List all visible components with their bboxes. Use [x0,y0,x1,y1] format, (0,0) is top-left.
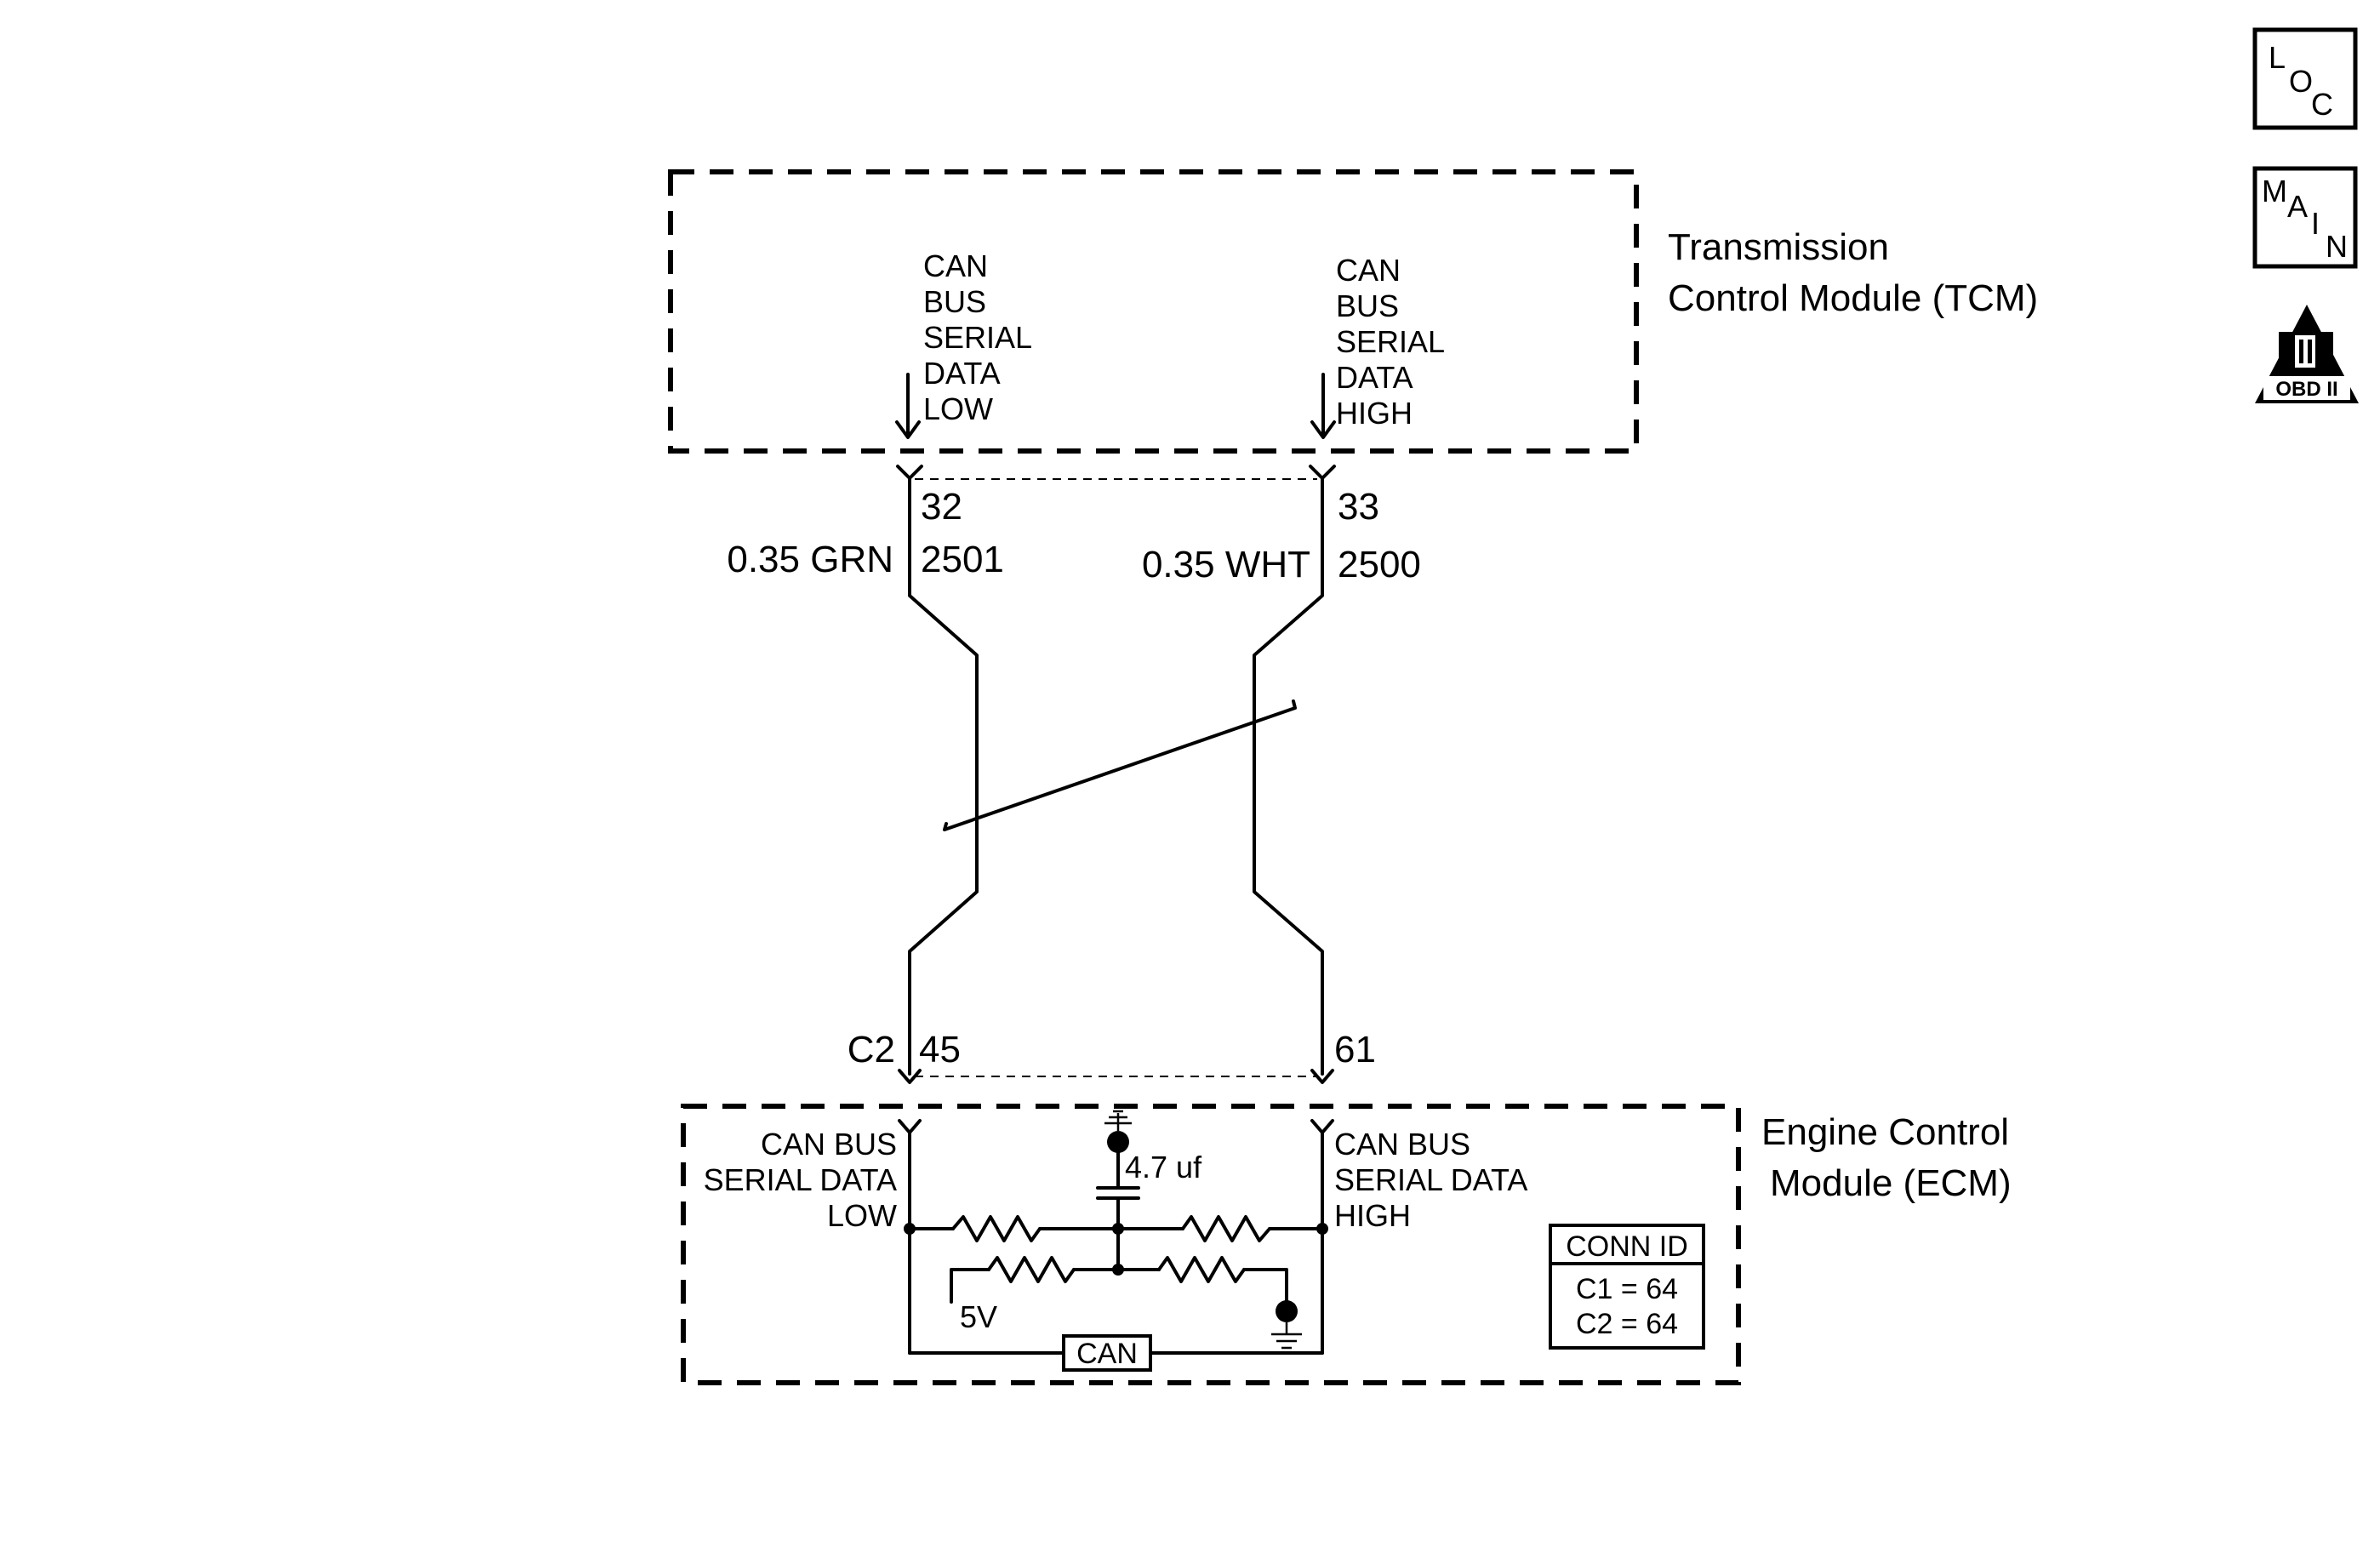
ecm-title-line2: Module (ECM) [1770,1162,2012,1204]
svg-text:BUS: BUS [923,284,986,319]
svg-text:HIGH: HIGH [1334,1198,1411,1233]
tcm-pin-33-terminal-icon [1309,465,1336,480]
resistor-low-icon [951,1215,1042,1242]
svg-text:CAN: CAN [923,248,988,283]
low-wire-circuit: 2501 [921,539,1004,580]
loc-icon[interactable]: L O C [2252,27,2358,130]
svg-text:OBD II: OBD II [2275,378,2337,401]
can-block [1062,1334,1152,1372]
ecm-high-label: CAN BUS SERIAL DATA HIGH [1334,1127,1527,1233]
ecm-low-pin: 45 [919,1029,961,1070]
tcm-low-arrow-icon [895,373,921,439]
obd-ii-icon[interactable]: II OBD II [2255,305,2359,403]
can-block-label: CAN [1076,1338,1138,1370]
ecm-high-terminal-icon [1310,1119,1334,1134]
svg-text:CAN BUS: CAN BUS [761,1127,897,1162]
conn-id-table: CONN ID C1 = 64 C2 = 64 [1549,1224,1705,1350]
svg-text:DATA: DATA [1336,360,1413,395]
ecm-title-line1: Engine Control [1761,1111,2009,1153]
svg-text:A: A [2287,189,2308,224]
tcm-title-line1: Transmission [1668,226,1889,268]
svg-text:SERIAL DATA: SERIAL DATA [1334,1162,1527,1197]
svg-text:CAN: CAN [1336,253,1401,288]
can-low-wire [908,477,979,1076]
svg-text:SERIAL: SERIAL [1336,324,1445,359]
low-wire-gauge-color: 0.35 GRN [727,539,893,580]
ecm-termination-circuit: 4.7 uf 5V CAN [904,1110,1328,1372]
ground-icon [1276,1300,1298,1322]
svg-text:BUS: BUS [1336,288,1399,323]
svg-text:HIGH: HIGH [1336,396,1413,431]
high-wire-circuit: 2500 [1338,544,1421,585]
ecm-low-terminal-icon [898,1119,922,1134]
twisted-pair-icon [943,699,1297,831]
svg-text:SERIAL: SERIAL [923,320,1032,355]
svg-text:DATA: DATA [923,356,1001,391]
svg-text:CAN BUS: CAN BUS [1334,1127,1470,1162]
svg-text:O: O [2289,64,2313,99]
tcm-pin-32-terminal-icon [896,465,923,480]
can-high-wire [1253,477,1324,1076]
svg-text:LOW: LOW [827,1198,897,1233]
tcm-low-pin: 32 [921,486,962,528]
main-icon[interactable]: M A I N [2252,166,2358,269]
resistor-pulldown-icon [1157,1256,1246,1283]
tcm-high-arrow-icon [1310,373,1336,439]
ecm-low-entry-arrow-icon [898,1069,922,1084]
junction-dot [904,1223,916,1235]
svg-text:M: M [2262,174,2287,208]
capacitor-value: 4.7 uf [1125,1150,1202,1184]
svg-text:SERIAL DATA: SERIAL DATA [704,1162,897,1197]
svg-text:C: C [2311,87,2333,122]
conn-id-row: C2 = 64 [1576,1308,1678,1340]
capacitor-ground-icon [1107,1131,1129,1153]
tcm-high-pin: 33 [1338,486,1379,528]
ecm-high-pin: 61 [1334,1029,1376,1070]
tcm-high-label: CAN BUS SERIAL DATA HIGH [1336,253,1445,431]
svg-text:N: N [2326,229,2348,264]
supply-voltage: 5V [960,1299,997,1334]
resistor-high-icon [1181,1215,1271,1242]
resistor-pullup-icon [987,1256,1076,1283]
svg-text:I: I [2311,206,2320,241]
junction-dot [1112,1264,1124,1276]
junction-dot [1112,1223,1124,1235]
svg-text:LOW: LOW [923,391,993,426]
tcm-title-line2: Control Module (TCM) [1668,277,2038,319]
ecm-module-box [681,1104,1741,1385]
conn-id-header: CONN ID [1566,1230,1688,1263]
tcm-low-label: CAN BUS SERIAL DATA LOW [923,248,1032,426]
ecm-high-entry-arrow-icon [1310,1069,1334,1084]
high-wire-gauge-color: 0.35 WHT [1142,544,1310,585]
ecm-connector-name: C2 [848,1029,895,1070]
svg-text:L: L [2269,40,2286,75]
tcm-module-box [668,169,1639,454]
junction-dot [1316,1223,1328,1235]
conn-id-row: C1 = 64 [1576,1273,1678,1305]
ecm-low-label: CAN BUS SERIAL DATA LOW [704,1127,897,1233]
